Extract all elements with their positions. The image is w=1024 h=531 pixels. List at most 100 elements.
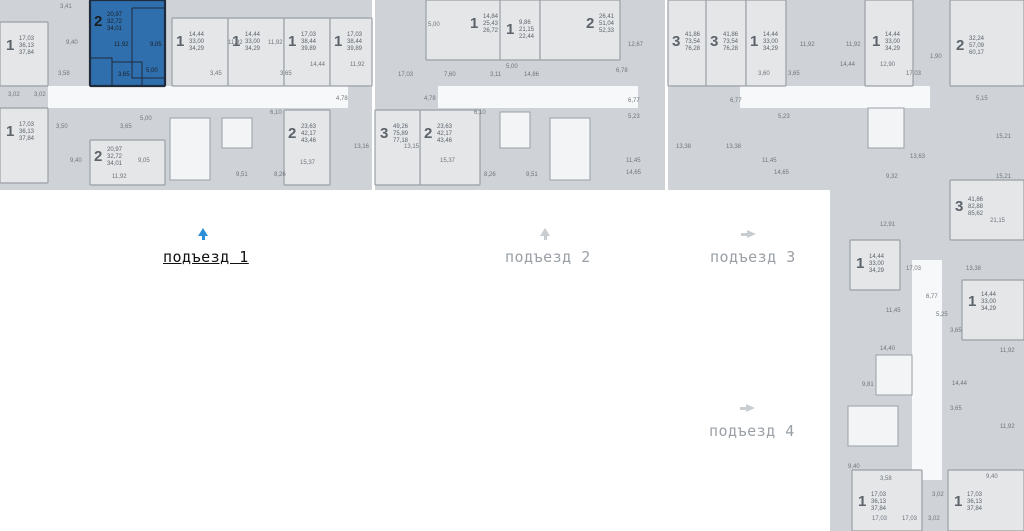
entrance-3-label: подъезд 3 — [710, 248, 796, 266]
room-area-label: 6,77 — [730, 98, 742, 104]
entrance-2-button[interactable]: подъезд 2 — [505, 228, 591, 266]
room-area-label: 9,40 — [66, 40, 78, 46]
room-area-label: 9,81 — [862, 382, 874, 388]
flat-area-1: 32,72 — [107, 154, 123, 160]
room-area-label: 3,58 — [880, 476, 892, 482]
flat-area-0: 20,97 — [107, 147, 123, 153]
flat-rooms-count: 3 — [672, 33, 680, 50]
room-area-label: 1,90 — [930, 54, 942, 60]
flat-area-2: 34,29 — [885, 46, 901, 52]
flat-area-0: 23,63 — [437, 124, 453, 130]
room-area-label: 9,40 — [986, 474, 998, 480]
flat-outline — [864, 0, 914, 87]
room-area-label: 6,77 — [628, 98, 640, 104]
flat-area-1: 75,89 — [393, 131, 409, 137]
room-area-label: 9,51 — [526, 172, 538, 178]
flat-area-1: 21,15 — [519, 27, 535, 33]
flat-area-0: 14,44 — [981, 292, 997, 298]
flat-outline — [949, 0, 1024, 87]
room-area-label: 11,92 — [800, 42, 815, 48]
flat-rooms-count: 1 — [750, 33, 758, 50]
flat-rooms-count: 1 — [470, 15, 478, 32]
flat-area-1: 82,88 — [968, 204, 984, 210]
flat-rooms-count: 2 — [956, 37, 964, 54]
flat-outline — [419, 109, 481, 186]
selected-flat-room-label: 11,92 — [114, 42, 129, 48]
room-area-label: 21,15 — [990, 218, 1006, 224]
room-area-label: 17,03 — [872, 516, 888, 522]
flat-area-1: 36,13 — [967, 499, 983, 505]
stair-core-4 — [847, 405, 899, 447]
flat-area-0: 14,44 — [869, 254, 885, 260]
flat-area-1: 36,13 — [871, 499, 887, 505]
flat-area-1: 33,00 — [763, 39, 779, 45]
flat-area-1: 36,13 — [19, 129, 35, 135]
flat-area-0: 17,03 — [347, 32, 363, 38]
room-area-label: 11,92 — [228, 40, 243, 46]
entrance-3-button[interactable]: подъезд 3 — [710, 228, 796, 266]
flat-rooms-count: 1 — [856, 255, 864, 272]
room-area-label: 3,65 — [788, 71, 800, 77]
flat-area-0: 14,44 — [763, 32, 779, 38]
room-area-label: 3,41 — [60, 4, 72, 10]
room-area-label: 3,45 — [210, 71, 222, 77]
room-area-label: 3,02 — [932, 492, 944, 498]
arrow-up-icon — [198, 228, 208, 240]
entrance-1-button[interactable]: подъезд 1 — [163, 228, 249, 266]
flat-rooms-count: 1 — [954, 493, 962, 510]
flat-area-1: 33,00 — [245, 39, 261, 45]
flat-rooms-count: 2 — [586, 15, 594, 32]
flat-area-0: 17,03 — [19, 122, 35, 128]
flat-area-0: 17,03 — [967, 492, 983, 498]
room-area-label: 5,15 — [976, 96, 988, 102]
room-area-label: 17,03 — [398, 72, 414, 78]
flat-rooms-count: 1 — [858, 493, 866, 510]
room-area-label: 3,02 — [8, 92, 20, 98]
flat-area-0: 41,86 — [685, 32, 701, 38]
flat-rooms-count: 3 — [380, 125, 388, 142]
room-area-label: 4,78 — [336, 96, 348, 102]
flat-area-2: 26,72 — [483, 28, 499, 34]
room-area-label: 9,05 — [138, 158, 150, 164]
flat-area-0: 32,24 — [969, 36, 985, 42]
room-area-label: 14,44 — [952, 381, 968, 387]
entrance-4-label: подъезд 4 — [709, 422, 795, 440]
room-area-label: 5,23 — [778, 114, 790, 120]
flat-area-0: 20,97 — [107, 12, 123, 18]
entrance-4-button[interactable]: подъезд 4 — [709, 402, 795, 440]
flat-area-0: 41,86 — [723, 32, 739, 38]
flat-area-2: 85,62 — [968, 211, 984, 217]
flat-rooms-count: 1 — [968, 293, 976, 310]
room-area-label: 17,03 — [906, 266, 922, 272]
room-area-label: 3,02 — [34, 92, 46, 98]
flat-area-0: 14,44 — [245, 32, 261, 38]
room-area-label: 3,11 — [490, 72, 502, 78]
flat-rooms-count: 2 — [424, 125, 432, 142]
room-area-label: 11,92 — [846, 42, 861, 48]
selected-flat-room-label: 5,00 — [146, 68, 158, 74]
